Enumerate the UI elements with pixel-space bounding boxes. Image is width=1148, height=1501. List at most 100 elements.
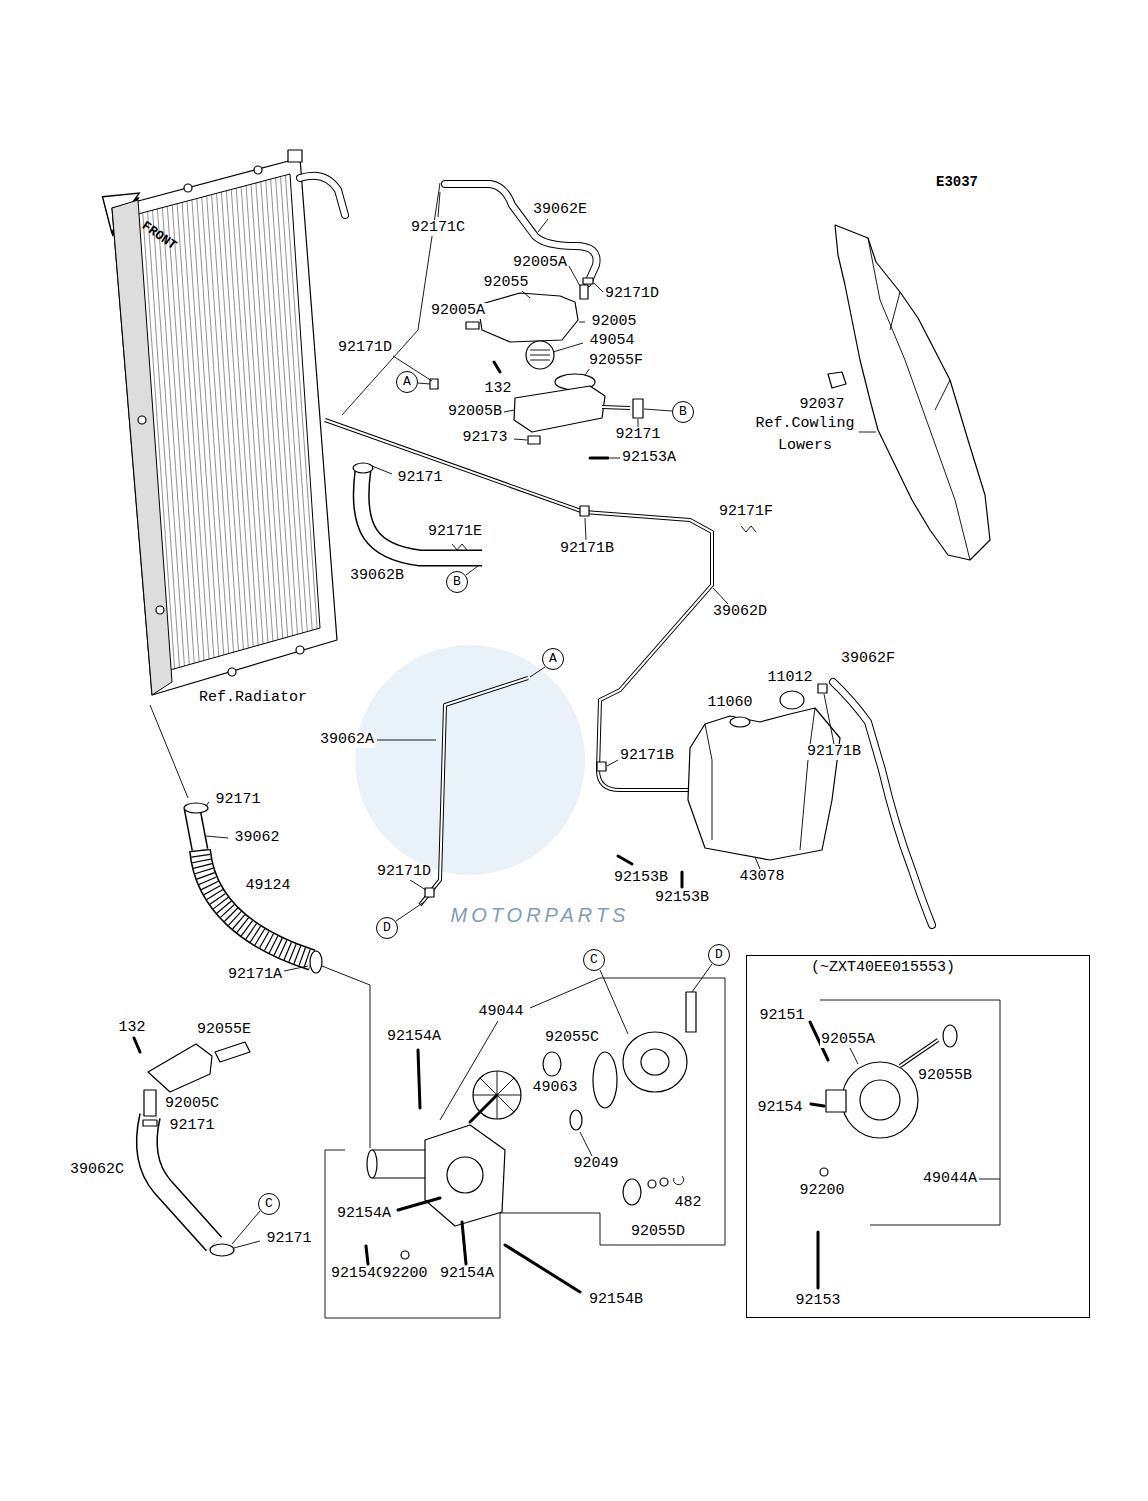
connection-letter: D <box>376 917 398 939</box>
reservoir-tank <box>618 691 840 887</box>
connection-letter-text: B <box>453 575 461 589</box>
part-number: 92005 <box>590 314 637 330</box>
part-number: 92171A <box>227 967 283 983</box>
part-number: 92154A <box>386 1029 442 1045</box>
early-water-pump <box>943 1025 957 1047</box>
hoses-and-tubes <box>200 850 312 960</box>
radiator <box>112 150 337 695</box>
early-water-pump <box>900 1040 938 1066</box>
radiator <box>156 606 164 614</box>
water-pump <box>623 1032 687 1092</box>
cowling-bracket <box>868 238 970 560</box>
clips <box>818 684 827 693</box>
part-number: 92200 <box>798 1183 845 1199</box>
water-pump <box>648 1180 656 1188</box>
water-pump <box>447 1157 483 1193</box>
hoses-and-tubes <box>361 470 482 558</box>
early-water-pump <box>826 1090 846 1112</box>
hoses-and-tubes <box>192 808 200 850</box>
hoses-and-tubes <box>445 184 597 283</box>
water-pump <box>366 992 696 1292</box>
part-number: 92055D <box>630 1224 686 1240</box>
part-number: 92005C <box>164 1096 220 1112</box>
water-pump <box>418 1050 420 1108</box>
lower-thermostat-part <box>148 1044 212 1092</box>
part-number: 43078 <box>738 869 785 885</box>
part-number: 92154A <box>439 1266 495 1282</box>
connection-letter-text: D <box>715 948 723 962</box>
part-number: 92171 <box>168 1118 215 1134</box>
hoses-and-tubes <box>420 678 528 905</box>
water-pump <box>543 1052 561 1076</box>
hoses-and-tubes <box>147 176 932 1244</box>
part-number: 39062F <box>840 651 896 667</box>
reservoir-tank <box>730 717 750 727</box>
clips <box>452 544 467 550</box>
watermark: MOTORPARTS <box>450 904 631 926</box>
part-number: 92200 <box>381 1266 428 1282</box>
water-pump <box>366 1246 368 1264</box>
radiator <box>112 158 337 695</box>
reservoir-tank <box>705 708 815 850</box>
part-number: 39062B <box>349 568 405 584</box>
lower-thermostat-part <box>134 1038 250 1256</box>
hoses-and-tubes <box>300 176 345 215</box>
radiator <box>184 184 192 192</box>
variant-box: (~ZXT40EE015553) <box>746 955 1090 1318</box>
clips <box>425 888 434 897</box>
reservoir-tank <box>618 856 632 864</box>
reservoir-tank <box>688 708 840 860</box>
water-pump <box>372 1150 427 1178</box>
part-number: 92154A <box>336 1206 392 1222</box>
part-number: 39062D <box>712 604 768 620</box>
hoses-and-tubes <box>325 420 712 790</box>
part-number: 39062 <box>233 830 280 846</box>
part-number: 92171B <box>619 748 675 764</box>
thermostat-housing <box>526 341 554 369</box>
water-pump <box>623 1179 641 1205</box>
hoses-and-tubes <box>325 420 712 790</box>
connection-letter-text: C <box>265 1197 273 1211</box>
part-number: 92055 <box>482 275 529 291</box>
part-number: 92171 <box>396 470 443 486</box>
thermostat-housing <box>514 386 605 432</box>
thermostat-housing <box>590 457 608 460</box>
part-number: 92154C <box>330 1266 386 1282</box>
part-number: 482 <box>673 1195 702 1211</box>
radiator <box>254 166 262 174</box>
part-number: 92154B <box>588 1292 644 1308</box>
hoses-and-tubes <box>420 678 528 905</box>
part-number: 92154 <box>756 1100 803 1116</box>
part-number: 92153 <box>794 1293 841 1309</box>
watermark-globe <box>355 645 585 875</box>
part-number: 92171C <box>410 220 466 236</box>
thermostat-housing <box>494 362 500 372</box>
drawing-code: E3037 <box>935 174 979 190</box>
early-water-pump <box>842 1062 918 1138</box>
early-water-pump <box>860 1080 900 1120</box>
water-pump <box>686 992 696 1032</box>
water-pump <box>401 1251 409 1259</box>
thermostat-housing <box>580 285 588 299</box>
radiator <box>138 416 146 424</box>
part-number: 132 <box>483 381 512 397</box>
hoses-and-tubes <box>192 808 200 850</box>
part-number: 92055B <box>917 1068 973 1084</box>
thermostat-housing <box>528 436 540 444</box>
early-water-pump <box>900 1040 938 1066</box>
leader-lines <box>150 183 1000 1318</box>
connection-letter-text: D <box>383 921 391 935</box>
connection-letter: C <box>583 949 605 971</box>
hoses-and-tubes <box>200 850 312 960</box>
radiator <box>288 150 302 162</box>
radiator <box>296 646 304 654</box>
hoses-and-tubes <box>833 682 932 925</box>
reservoir-tank <box>780 691 804 709</box>
connection-letter-text: A <box>403 375 411 389</box>
early-water-pump <box>820 1168 828 1176</box>
part-number: 39062A <box>319 732 375 748</box>
hoses-and-tubes <box>833 682 932 925</box>
clips <box>310 951 322 973</box>
part-number: 92055C <box>544 1030 600 1046</box>
